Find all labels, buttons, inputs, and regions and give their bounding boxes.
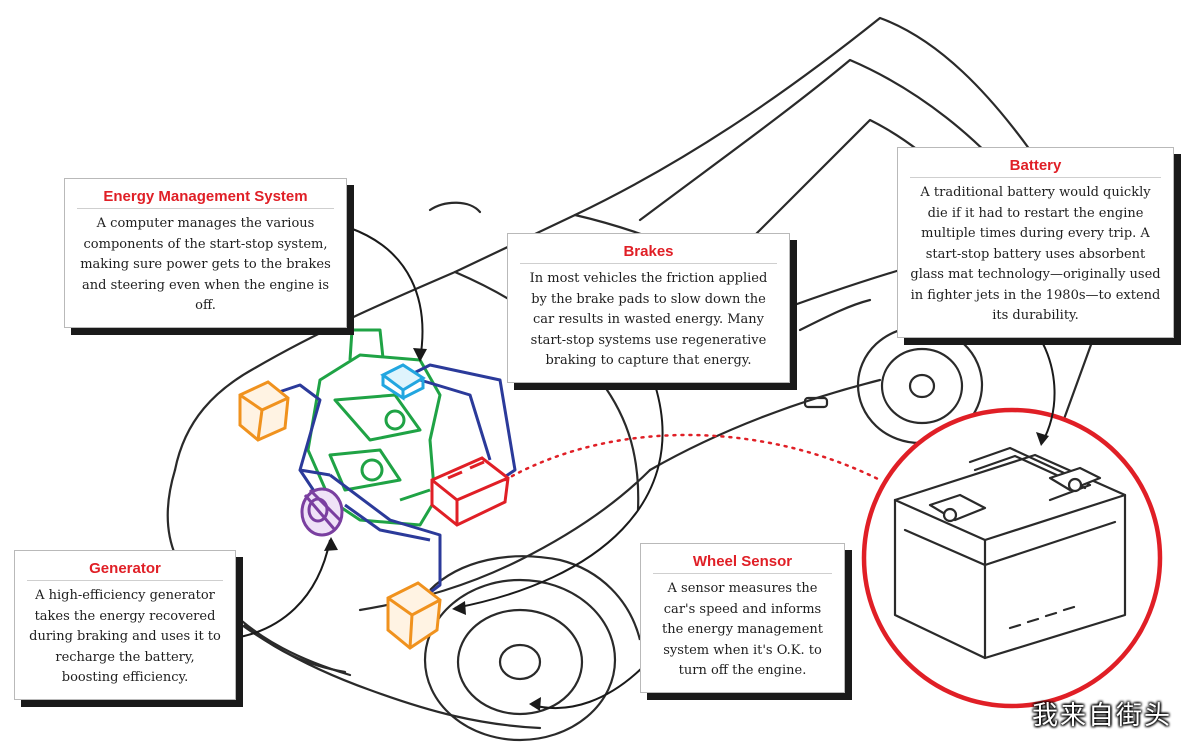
callout-arrows xyxy=(234,227,1056,709)
battery-connection-dotted xyxy=(503,433,882,482)
callout-title: Brakes xyxy=(520,243,777,264)
arrow-heads xyxy=(324,348,1049,711)
callout-title: Wheel Sensor xyxy=(653,553,832,574)
arrow-brakes-to-wheel xyxy=(454,384,664,609)
watermark-text: 我来自街头 xyxy=(1031,701,1172,731)
callout-battery: Battery A traditional battery would quic… xyxy=(897,147,1174,338)
callout-title: Generator xyxy=(27,560,223,581)
front-wheel xyxy=(423,555,642,742)
callout-energy-management: Energy Management System A computer mana… xyxy=(64,178,347,328)
callout-title: Energy Management System xyxy=(77,188,334,209)
wiring-harness xyxy=(269,363,517,602)
callout-text: A traditional battery would quickly die … xyxy=(910,185,1161,323)
arrow-energy-to-module xyxy=(349,227,424,361)
orange-module-front xyxy=(386,581,442,650)
orange-module-top xyxy=(238,380,290,442)
callout-text: A computer manages the various component… xyxy=(80,216,331,313)
callout-generator: Generator A high-efficiency generator ta… xyxy=(14,550,236,700)
battery-detail-circle xyxy=(861,407,1163,709)
arrow-generator-to-part xyxy=(234,539,331,639)
energy-management-module xyxy=(380,363,426,401)
engine-battery xyxy=(430,456,510,527)
arrow-battery-to-circle xyxy=(1039,337,1056,444)
generator-part xyxy=(300,487,344,537)
callout-text: In most vehicles the friction applied by… xyxy=(529,271,768,368)
callout-wheel-sensor: Wheel Sensor A sensor measures the car's… xyxy=(640,543,845,693)
callout-brakes: Brakes In most vehicles the friction app… xyxy=(507,233,790,383)
callout-text: A sensor measures the car's speed and in… xyxy=(661,581,824,678)
callout-text: A high-efficiency generator takes the en… xyxy=(29,588,221,685)
arrow-wheel-sensor xyxy=(531,664,646,709)
callout-title: Battery xyxy=(910,157,1161,178)
